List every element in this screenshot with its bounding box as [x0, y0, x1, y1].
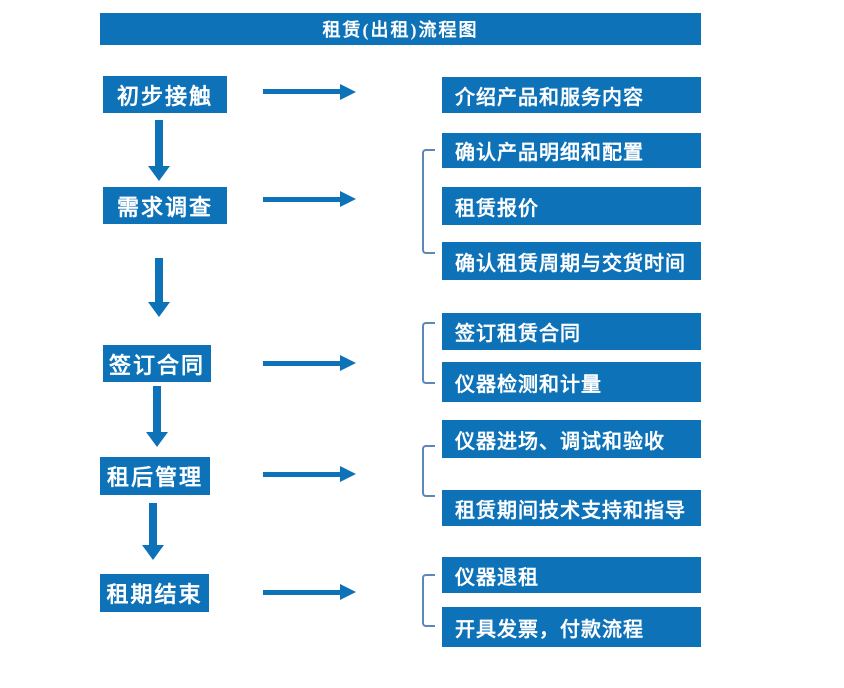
down-arrow-shaft-1 — [155, 120, 163, 166]
detail-box-invoice-payment: 开具发票，付款流程 — [442, 607, 701, 647]
detail-box-confirm-product-details: 确认产品明细和配置 — [442, 133, 701, 168]
group-bracket-lease-end — [422, 574, 435, 627]
down-arrow-head-1 — [148, 166, 170, 181]
detail-box-rental-quote: 租赁报价 — [442, 187, 701, 225]
down-arrow-head-3 — [146, 432, 168, 447]
right-arrow-head-1 — [340, 84, 356, 100]
step-box-post-rental-management: 租后管理 — [100, 457, 210, 495]
right-arrow-shaft-4 — [263, 472, 340, 477]
right-arrow-head-2 — [340, 191, 356, 207]
group-bracket-demand-survey — [422, 149, 435, 254]
detail-box-intro-products: 介绍产品和服务内容 — [442, 77, 701, 113]
right-arrow-shaft-3 — [263, 361, 340, 366]
detail-box-instrument-return: 仪器退租 — [442, 557, 701, 593]
detail-box-instrument-entry-acceptance: 仪器进场、调试和验收 — [442, 420, 701, 458]
detail-box-instrument-testing: 仪器检测和计量 — [442, 362, 701, 402]
step-box-sign-contract: 签订合同 — [103, 345, 211, 382]
right-arrow-head-5 — [340, 584, 356, 600]
detail-box-sign-rental-contract: 签订租赁合同 — [442, 313, 701, 350]
group-bracket-post-rental-management — [422, 445, 435, 497]
flowchart-title: 租赁(出租)流程图 — [100, 13, 701, 45]
down-arrow-head-4 — [142, 545, 164, 560]
right-arrow-shaft-1 — [263, 89, 340, 94]
down-arrow-shaft-3 — [153, 386, 161, 432]
detail-box-confirm-rental-period: 确认租赁周期与交货时间 — [442, 242, 701, 280]
right-arrow-head-4 — [340, 466, 356, 482]
step-box-demand-survey: 需求调查 — [103, 187, 227, 224]
down-arrow-shaft-2 — [155, 258, 163, 302]
down-arrow-shaft-4 — [149, 503, 157, 545]
step-box-lease-end: 租期结束 — [100, 574, 209, 612]
right-arrow-shaft-5 — [263, 590, 340, 595]
step-box-initial-contact: 初步接触 — [103, 76, 227, 113]
group-bracket-sign-contract — [422, 322, 435, 384]
down-arrow-head-2 — [148, 302, 170, 317]
right-arrow-shaft-2 — [263, 197, 340, 202]
detail-box-rental-tech-support: 租赁期间技术支持和指导 — [442, 490, 701, 526]
right-arrow-head-3 — [340, 355, 356, 371]
